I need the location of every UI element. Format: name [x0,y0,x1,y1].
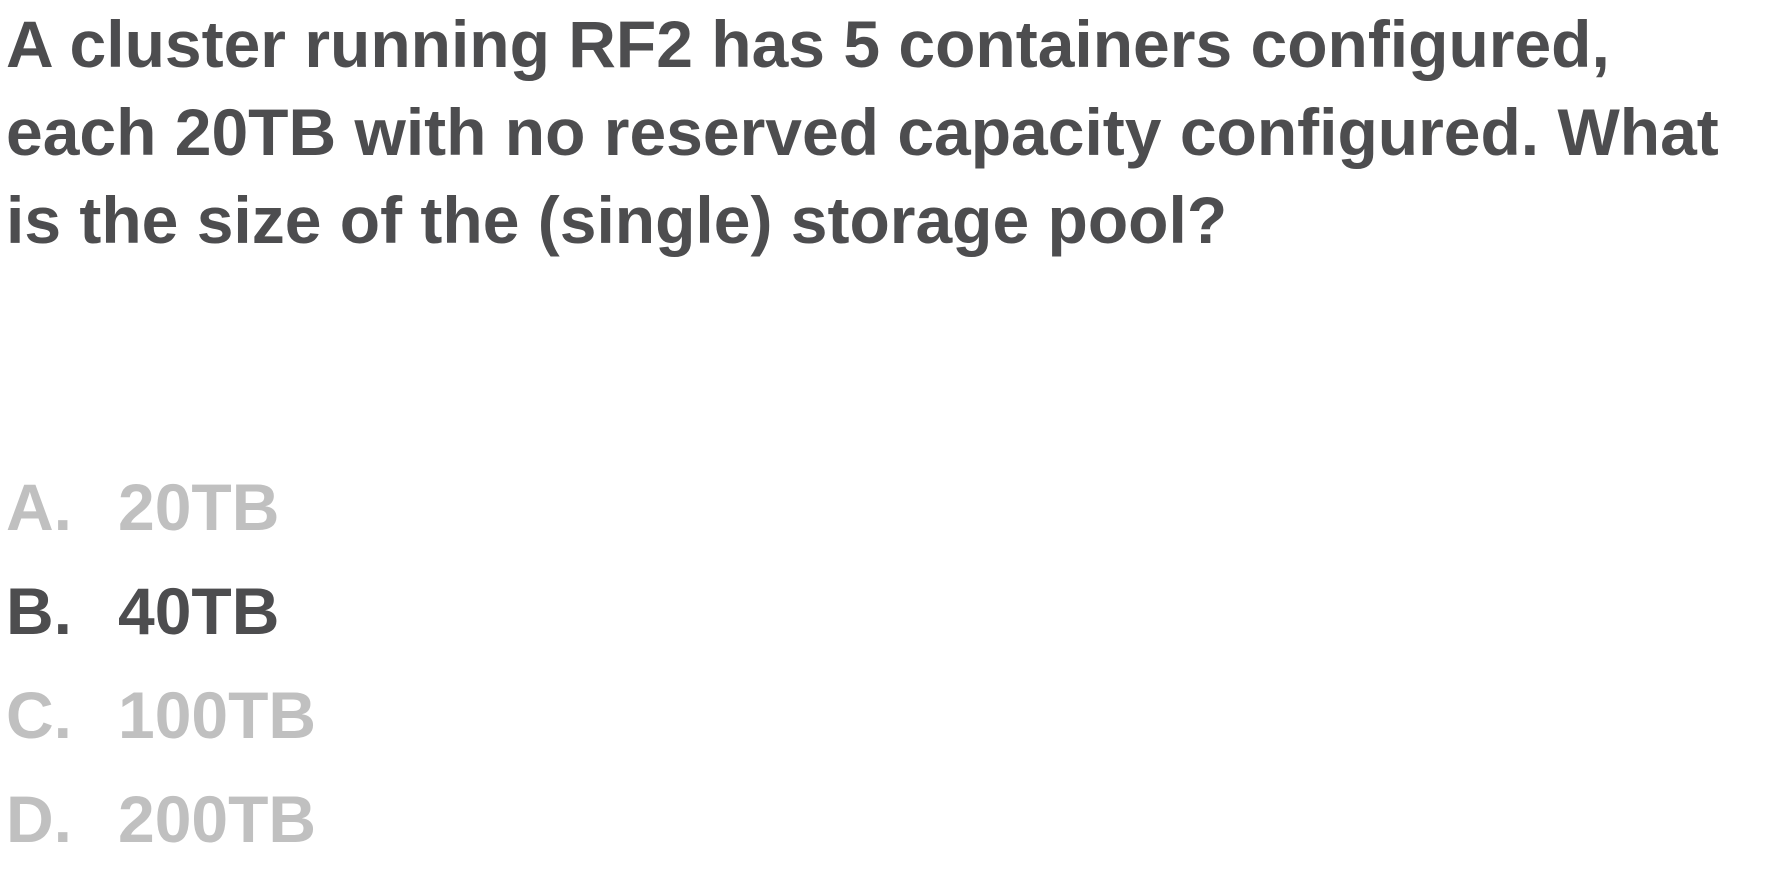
answer-option-c[interactable]: C. 100TB [6,663,316,767]
option-value: 100TB [118,678,317,752]
option-letter: D. [6,782,72,856]
option-letter: B. [6,574,72,648]
option-value: 40TB [118,574,280,648]
question-text: A cluster running RF2 has 5 containers c… [6,7,1719,257]
answer-option-a[interactable]: A. 20TB [6,455,316,559]
option-letter: A. [6,470,72,544]
answer-option-d[interactable]: D. 200TB [6,767,316,871]
option-value: 20TB [118,470,280,544]
option-letter: C. [6,678,72,752]
option-value: 200TB [118,782,317,856]
answer-option-b[interactable]: B. 40TB [6,559,316,663]
answer-options-list: A. 20TB B. 40TB C. 100TB D. 200TB [6,455,316,871]
